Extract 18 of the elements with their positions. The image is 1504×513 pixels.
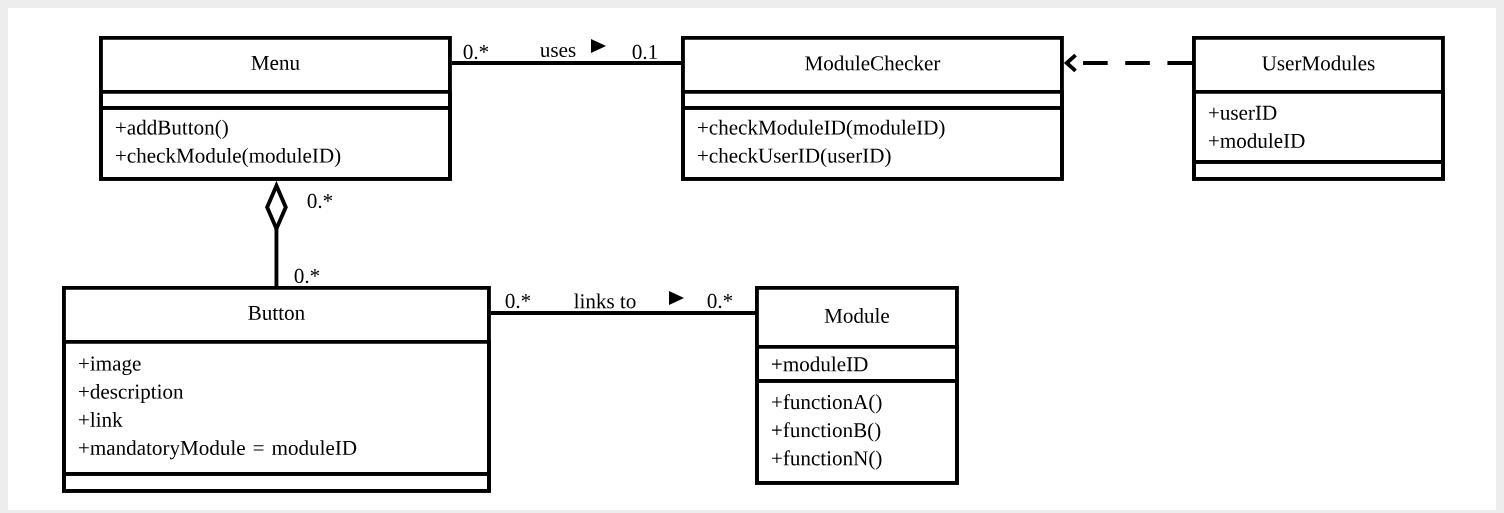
- multiplicity-label: 0.1: [630, 43, 660, 61]
- association-line: [490, 311, 755, 315]
- compartment-box: +addButton() +checkModule(moduleID): [99, 106, 452, 181]
- compartment-box: +checkModuleID(moduleID) +checkUserID(userID): [681, 106, 1064, 181]
- empty-compartment: [1192, 160, 1445, 181]
- compartment-box: +image +description +link +mandatoryModule = moduleID: [62, 340, 491, 476]
- association-line: [451, 61, 681, 65]
- compartment-box: +functionA() +functionB() +functionN(): [755, 379, 959, 485]
- multiplicity-label: 0.*: [705, 292, 735, 310]
- multiplicity-label: 0.*: [461, 43, 491, 61]
- multiplicity-label: 0.*: [292, 267, 322, 285]
- multiplicity-label: 0.*: [503, 292, 533, 310]
- compartment-box: +moduleID: [755, 345, 959, 383]
- multiplicity-label: 0.*: [305, 192, 335, 210]
- compartment-box: +userID +moduleID: [1192, 90, 1445, 164]
- dependency-arrow: [1063, 53, 1192, 73]
- edge-label: uses: [538, 45, 578, 59]
- empty-compartment: [62, 472, 491, 493]
